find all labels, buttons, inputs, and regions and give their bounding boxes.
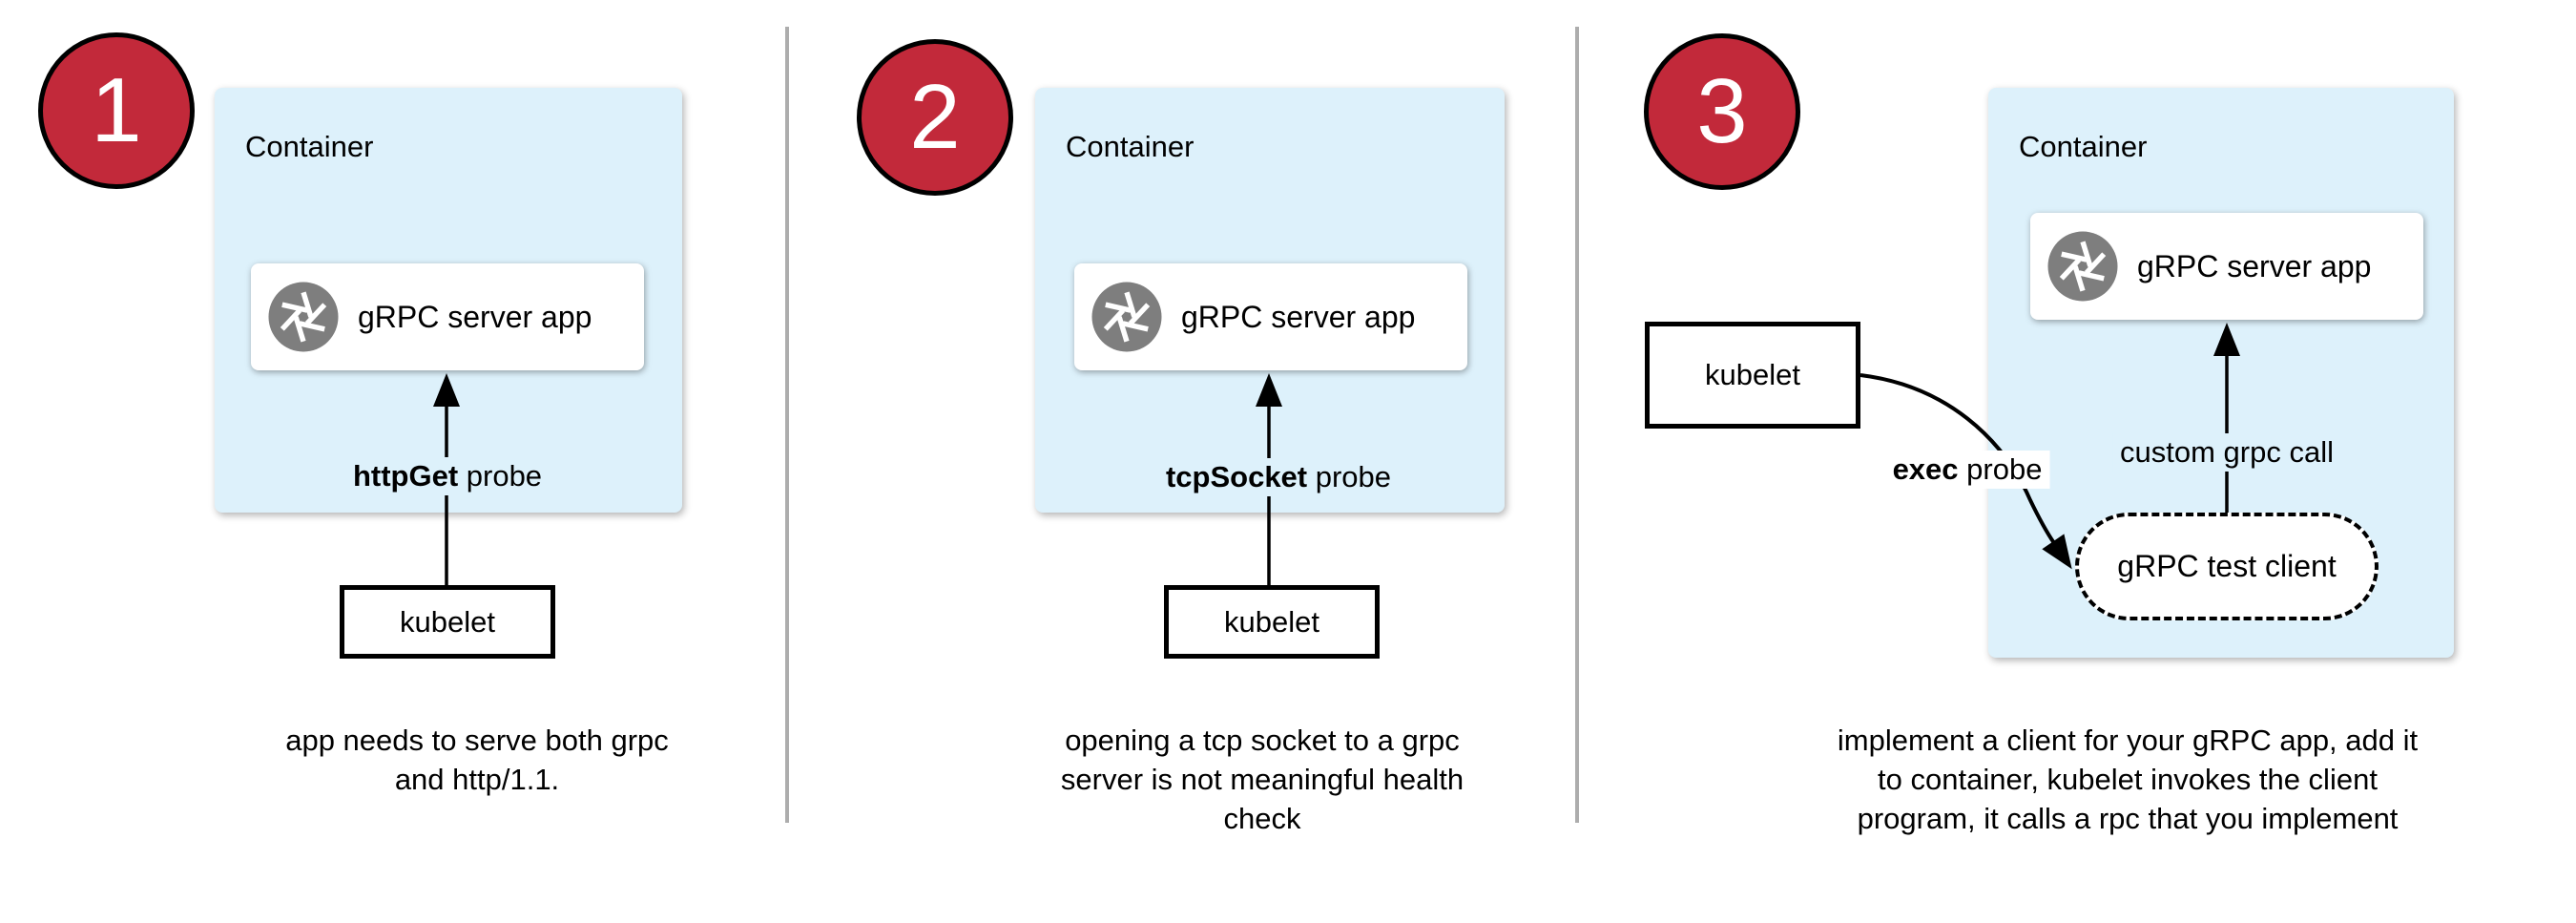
- container-title: Container: [245, 130, 374, 163]
- grpc-test-client-label: gRPC test client: [2117, 549, 2337, 583]
- step-badge-2: 2: [857, 39, 1013, 196]
- probe-type: exec: [1892, 452, 1959, 486]
- httpget-probe-label: httpGet probe: [344, 457, 551, 495]
- tcpsocket-probe-label: tcpSocket probe: [1157, 458, 1400, 496]
- aperture-icon: [2047, 231, 2118, 302]
- step-number: 1: [91, 59, 142, 161]
- container-title: Container: [1066, 130, 1195, 163]
- kubelet-label: kubelet: [1224, 604, 1319, 639]
- grpc-server-app-label: gRPC server app: [1181, 299, 1416, 334]
- kubelet-box: kubelet: [340, 585, 555, 659]
- grpc-test-client-shape: gRPC test client: [2075, 513, 2379, 620]
- grpc-server-app-label: gRPC server app: [2137, 248, 2372, 283]
- kubelet-box: kubelet: [1164, 585, 1380, 659]
- kubelet-label: kubelet: [400, 604, 495, 639]
- grpc-server-app-card: gRPC server app: [1074, 263, 1467, 370]
- aperture-icon: [1091, 282, 1162, 352]
- probe-suffix: probe: [1307, 460, 1392, 493]
- panel-caption-3: implement a client for your gRPC app, ad…: [1837, 724, 2419, 835]
- probe-suffix: probe: [458, 459, 543, 493]
- exec-probe-label: exec probe: [1884, 451, 2050, 489]
- aperture-icon: [268, 282, 339, 352]
- grpc-server-app-label: gRPC server app: [358, 299, 592, 334]
- grpc-server-app-card: gRPC server app: [251, 263, 644, 370]
- panel-divider: [785, 27, 789, 823]
- probe-type: httpGet: [352, 459, 459, 493]
- probe-type: tcpSocket: [1165, 460, 1308, 493]
- container-title: Container: [2019, 130, 2148, 163]
- custom-grpc-call-label: custom grpc call: [2112, 433, 2341, 472]
- step-number: 3: [1696, 60, 1748, 162]
- step-badge-1: 1: [38, 32, 195, 189]
- panel-divider: [1575, 27, 1579, 823]
- kubelet-label: kubelet: [1705, 358, 1800, 391]
- step-badge-3: 3: [1644, 33, 1800, 190]
- step-number: 2: [909, 66, 961, 168]
- probe-suffix: probe: [1958, 452, 2043, 486]
- kubelet-box: kubelet: [1645, 322, 1860, 429]
- panel-caption-2: opening a tcp socket to a grpc server is…: [1060, 724, 1465, 835]
- panel-caption-1: app needs to serve both grpc and http/1.…: [285, 724, 669, 796]
- grpc-server-app-card: gRPC server app: [2030, 213, 2423, 320]
